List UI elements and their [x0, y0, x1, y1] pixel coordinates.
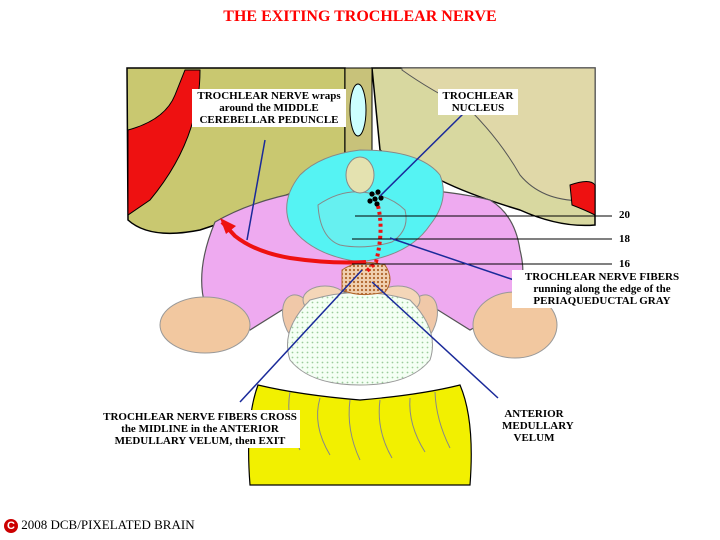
copyright-line: C 2008 DCB/PIXELATED BRAIN — [4, 517, 195, 534]
midline-fissure — [349, 83, 367, 137]
basis-pontis — [248, 384, 472, 486]
trochlear-nucleus — [367, 189, 384, 207]
copyright-text: 2008 DCB/PIXELATED BRAIN — [21, 517, 195, 532]
label-fibers-cross: TROCHLEAR NERVE FIBERS CROSS the MIDLINE… — [100, 410, 300, 448]
callout-lines — [239, 111, 521, 403]
cerebellum-right-lobe — [401, 67, 596, 202]
peduncle-left — [159, 296, 251, 354]
label-trochlear-nucleus: TROCHLEAR NUCLEUS — [438, 89, 518, 115]
right-red-spot — [569, 181, 596, 216]
level-lines — [352, 215, 612, 265]
level-20: 20 — [619, 209, 630, 221]
label-wraps-peduncle: TROCHLEAR NERVE wraps around the MIDDLE … — [192, 89, 346, 127]
level-16: 16 — [619, 258, 630, 270]
level-18: 18 — [619, 233, 630, 245]
trochlear-nerve — [220, 220, 367, 265]
label-fibers-edge: TROCHLEAR NERVE FIBERS running along the… — [512, 270, 692, 308]
trochlear-fibers-dashed — [364, 205, 383, 274]
figure-title: THE EXITING TROCHLEAR NERVE — [223, 8, 497, 25]
anterior-medullary-velum — [341, 261, 391, 296]
nerve-arrowhead — [220, 218, 236, 234]
copyright-symbol: C — [4, 519, 18, 534]
tectal-bump — [345, 156, 375, 194]
red-vessel — [127, 69, 201, 216]
label-velum: ANTERIOR MEDULLARY VELUM — [500, 407, 574, 445]
pontine-region — [287, 292, 433, 386]
